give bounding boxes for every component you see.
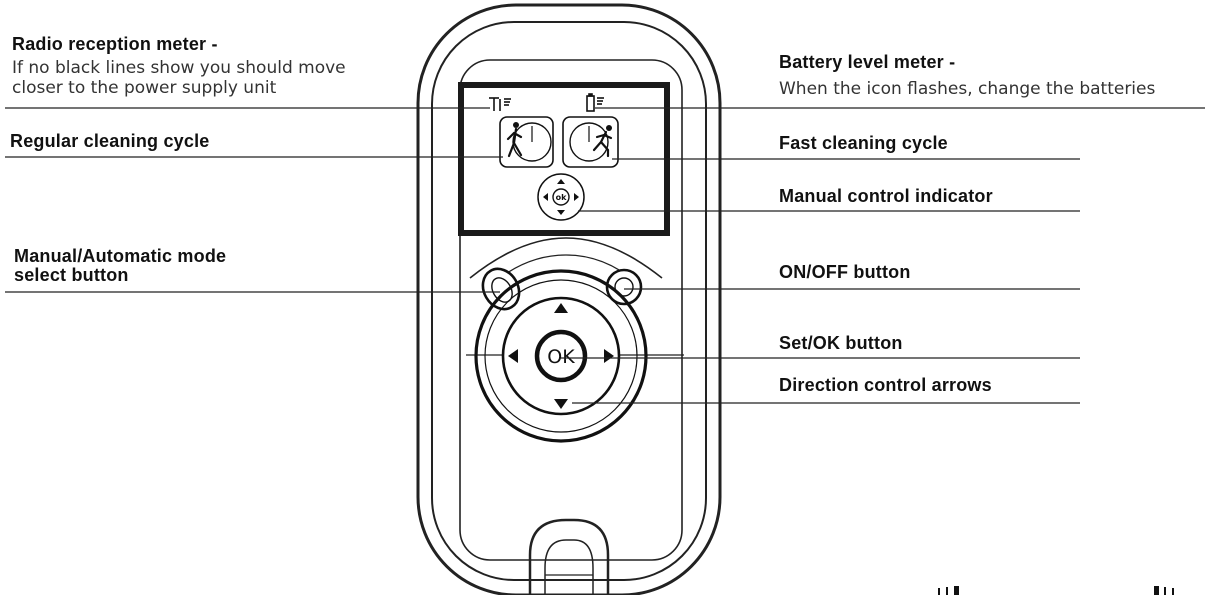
- arrow-up-button[interactable]: [554, 303, 568, 313]
- label-radio-reception-desc-2: closer to the power supply unit: [12, 78, 277, 99]
- on-off-button[interactable]: [605, 268, 643, 306]
- label-fast-cycle: Fast cleaning cycle: [779, 133, 948, 153]
- label-mode-select-line1: Manual/Automatic mode: [14, 246, 227, 266]
- arrow-right-button[interactable]: [604, 349, 614, 363]
- leader-lines: [5, 107, 1205, 404]
- screen-ok-label: ok: [556, 193, 567, 202]
- direction-pad: [474, 269, 648, 443]
- ok-button[interactable]: [534, 329, 588, 383]
- ok-button-label: OK: [547, 346, 575, 368]
- corner-marks: [938, 586, 1174, 595]
- battery-icon: [586, 93, 604, 112]
- label-regular-cycle: Regular cleaning cycle: [10, 131, 210, 151]
- label-battery-level-title: Battery level meter -: [779, 52, 956, 72]
- antenna-signal-icon: [489, 97, 511, 111]
- label-direction: Direction control arrows: [779, 375, 992, 395]
- label-mode-select: Manual/Automatic mode select button: [14, 247, 226, 285]
- label-set-ok: Set/OK button: [779, 333, 903, 353]
- label-manual-indicator: Manual control indicator: [779, 186, 993, 206]
- label-battery-level-desc: When the icon flashes, change the batter…: [779, 79, 1156, 100]
- inner-shell: [431, 21, 707, 581]
- label-on-off: ON/OFF button: [779, 262, 911, 282]
- label-radio-reception-title: Radio reception meter -: [12, 34, 218, 54]
- walking-person-clock-icon: [499, 116, 554, 168]
- mode-select-button[interactable]: [476, 262, 526, 315]
- outer-shell: [416, 3, 722, 595]
- label-radio-reception-desc-1: If no black lines show you should move: [12, 58, 346, 79]
- front-panel: [459, 59, 683, 561]
- label-mode-select-line2: select button: [14, 264, 129, 285]
- keypad-top-arc: [469, 237, 663, 279]
- arrow-down-button[interactable]: [554, 399, 568, 409]
- dpad-outer-ring: [474, 269, 648, 443]
- label-radio-reception: Radio reception meter - If no black line…: [12, 34, 346, 98]
- label-battery-level: Battery level meter - When the icon flas…: [779, 52, 1155, 99]
- direction-pad-icon: [537, 173, 585, 221]
- bottom-hook-inner: [544, 539, 594, 595]
- bottom-hook: [528, 518, 610, 595]
- dpad-outer-ring-inner: [484, 279, 638, 433]
- running-person-clock-icon: [562, 116, 619, 168]
- arrow-left-button[interactable]: [508, 349, 518, 363]
- remote-body: [416, 3, 722, 595]
